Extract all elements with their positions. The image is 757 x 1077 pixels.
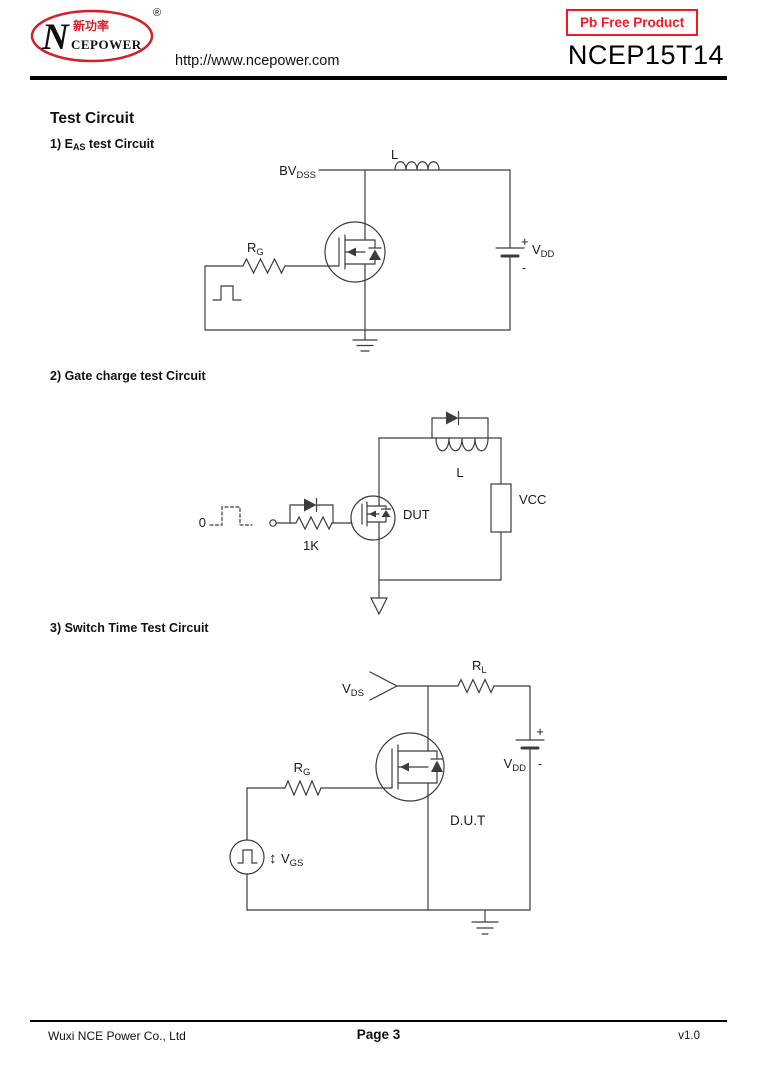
section-1-prefix: 1) E	[50, 137, 73, 151]
resistor-rl	[457, 678, 495, 694]
label-vdd: VDD	[504, 756, 527, 774]
logo-ellipse	[30, 9, 154, 63]
label-zero: 0	[199, 515, 206, 530]
section-1-suffix: test Circuit	[85, 137, 155, 151]
mosfet-dut-symbol	[375, 732, 445, 802]
pulse-icon	[237, 849, 258, 864]
input-terminal	[269, 519, 277, 527]
vds-probe-icon	[369, 671, 398, 701]
ground-arrow-symbol	[370, 579, 388, 616]
resistor-1k	[289, 515, 334, 531]
battery-vdd	[495, 247, 525, 258]
freewheel-diode	[431, 410, 489, 439]
footer-company: Wuxi NCE Power Co., Ltd	[48, 1029, 186, 1043]
label-minus: -	[522, 260, 526, 275]
body-arrow-icon	[347, 247, 356, 257]
logo-latin-text: CEPOWER	[71, 37, 142, 52]
gate-diode	[289, 497, 334, 524]
logo-big-n: N	[41, 17, 70, 58]
body-diode-icon	[381, 510, 391, 517]
inductor-coil	[435, 437, 489, 452]
updown-arrow-icon: ↕	[269, 850, 277, 867]
label-vgs: VGS	[281, 851, 303, 869]
registered-mark-icon: ®	[153, 7, 161, 19]
mosfet-symbol	[324, 221, 386, 283]
company-url[interactable]: http://www.ncepower.com	[175, 53, 340, 69]
battery-vdd	[515, 739, 545, 750]
ground-symbol	[352, 329, 378, 352]
resistor-rg	[204, 257, 340, 275]
company-logo: N 新功率 CEPOWER ®	[30, 7, 161, 63]
pulse-input-icon	[212, 285, 242, 301]
footer-version: v1.0	[678, 1030, 700, 1042]
body-diode-icon	[369, 249, 381, 260]
label-vds: VDS	[342, 681, 364, 699]
footer-page-number: Page 3	[356, 1027, 401, 1042]
vgs-pulse-source	[229, 839, 265, 875]
vcc-source-box	[490, 483, 512, 533]
pb-free-badge: Pb Free Product	[566, 9, 699, 36]
section-1-heading: 1) EAS test Circuit	[50, 137, 154, 152]
logo-chinese-text: 新功率	[73, 18, 109, 33]
part-number: NCEP15T14	[567, 40, 724, 70]
label-1k: 1K	[303, 538, 319, 553]
section-3-heading: 3) Switch Time Test Circuit	[50, 621, 209, 635]
label-bvdss: BVDSS	[279, 163, 316, 181]
label-plus: +	[536, 724, 544, 739]
section-1-subscript: AS	[72, 142, 86, 152]
eas-test-circuit-diagram: BVDSS L RG + VDD -	[204, 148, 555, 352]
label-plus: +	[521, 234, 529, 249]
label-rl: RL	[472, 658, 487, 676]
ground-symbol	[471, 909, 499, 935]
label-rg: RG	[247, 240, 264, 258]
label-dut: DUT	[403, 507, 430, 522]
label-rg: RG	[294, 760, 311, 778]
pulse-input-dashed-icon	[209, 506, 253, 526]
switch-time-circuit-diagram: VDS RL + VDD - RG ↕ VGS D.U.T	[229, 658, 545, 935]
body-diode-icon	[431, 760, 443, 772]
label-inductor: L	[456, 465, 463, 480]
label-inductor: L	[391, 148, 398, 162]
label-vcc: VCC	[519, 492, 546, 507]
resistor-rg	[284, 779, 322, 797]
label-dut: D.U.T	[450, 813, 485, 828]
label-minus: -	[538, 756, 542, 771]
mosfet-dut-symbol	[350, 495, 396, 541]
gate-charge-circuit-diagram: 0 1K DUT L VCC	[199, 410, 546, 616]
inductor-coil	[394, 161, 440, 171]
footer-divider	[30, 1020, 727, 1022]
body-arrow-icon	[400, 762, 409, 772]
header-divider	[30, 76, 727, 80]
body-arrow-icon	[369, 510, 376, 518]
label-vdd: VDD	[532, 242, 555, 260]
section-2-heading: 2) Gate charge test Circuit	[50, 369, 206, 383]
page-title: Test Circuit	[50, 110, 135, 127]
